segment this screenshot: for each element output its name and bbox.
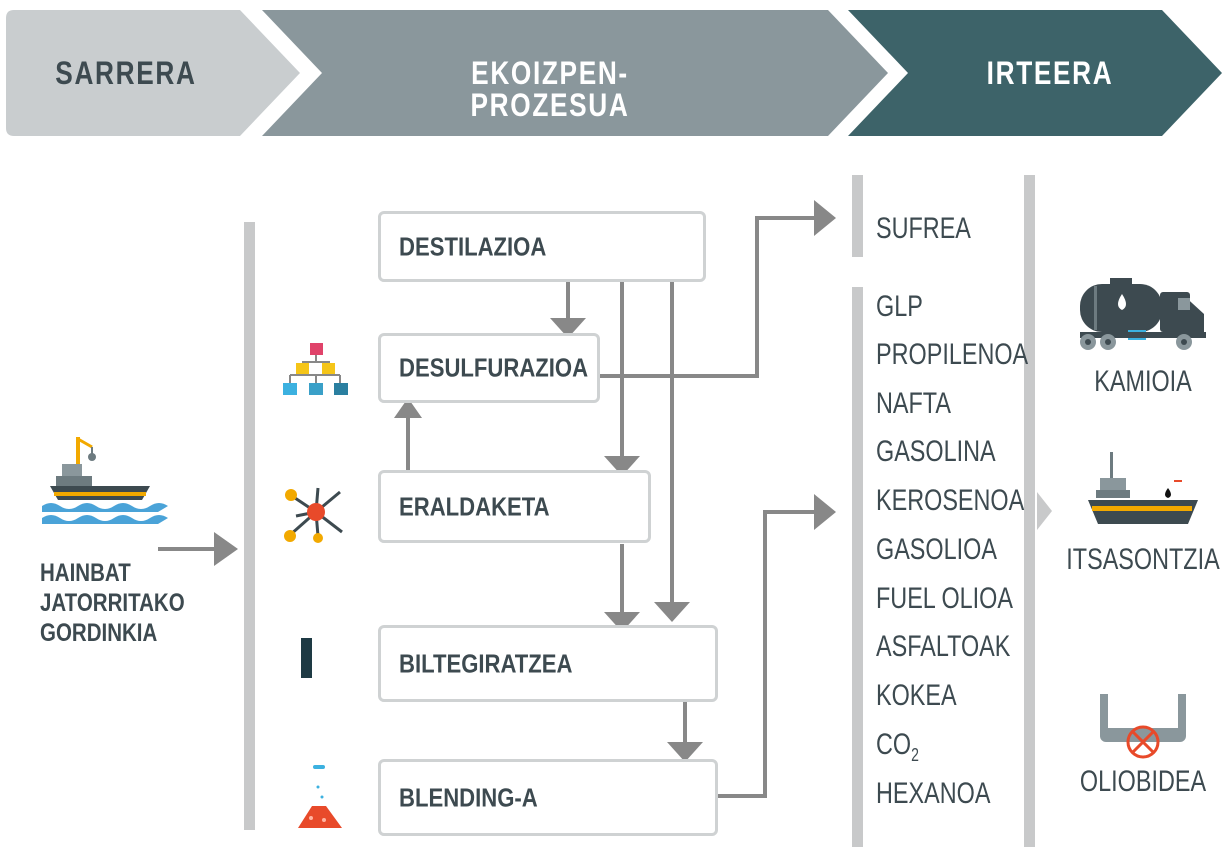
sulfur-divider [852, 175, 863, 257]
process-destilazioa: DESTILAZIOA [378, 211, 706, 282]
process-label: DESTILAZIOA [399, 231, 547, 261]
stage-input-label: SARRERA [55, 55, 197, 91]
molecule-icon [284, 487, 343, 543]
product-item: KOKEA [876, 679, 957, 712]
product-item: ASFALTOAK [876, 630, 1011, 663]
tanker-truck-icon [1080, 278, 1206, 350]
product-item: GASOLINA [876, 435, 996, 468]
process-flow-arrowheads [394, 200, 836, 762]
process-label: BILTEGIRATZEA [399, 648, 573, 678]
process-desulfurazioa: DESULFURAZIOA [378, 333, 600, 403]
output-oliobidea-label: OLIOBIDEA [1079, 765, 1207, 798]
stage-output-label: IRTEERA [986, 55, 1114, 91]
product-item: KEROSENOA [876, 484, 1025, 517]
product-item-co2: CO2 [876, 728, 919, 765]
product-item: PROPILENOA [876, 338, 1029, 371]
product-item: GASOLIOA [876, 533, 997, 566]
outputs-divider [1024, 175, 1035, 847]
process-label: DESULFURAZIOA [399, 352, 589, 383]
process-label: BLENDING-A [399, 782, 538, 812]
stage-process-label: EKOIZPEN-PROZESUA [470, 55, 630, 123]
storage-tank-icon [301, 638, 312, 678]
products-divider [852, 287, 863, 847]
stage-input-chevron [6, 10, 300, 136]
source-arrow [158, 532, 238, 566]
co2-subscript: 2 [911, 745, 919, 765]
output-itsasontzia-label: ITSASONTZIA [1066, 543, 1220, 576]
input-divider [244, 222, 255, 830]
byproduct-sufrea: SUFREA [876, 212, 971, 245]
process-blending: BLENDING-A [378, 759, 718, 836]
product-item: HEXANOA [876, 777, 991, 810]
hierarchy-diagram-icon [283, 343, 348, 395]
product-item: NAFTA [876, 387, 951, 420]
co2-base: CO [876, 728, 912, 761]
pipeline-valve-icon [1100, 694, 1186, 759]
process-flow-lines [406, 216, 818, 798]
product-item: FUEL OLIOA [876, 582, 1013, 615]
process-label: ERALDAKETA [399, 491, 550, 521]
output-kamioia-label: KAMIOIA [1094, 365, 1192, 398]
process-eraldaketa: ERALDAKETA [378, 470, 651, 543]
flask-icon [298, 765, 342, 828]
stage-process-chevron [262, 10, 888, 136]
ship-icon [1088, 452, 1198, 524]
process-biltegiratzea: BILTEGIRATZEA [378, 625, 718, 702]
output-arrow [1037, 492, 1052, 530]
source-label: HAINBAT JATORRITAKO GORDINKIA [40, 559, 185, 647]
stage-output-chevron [848, 10, 1222, 136]
tanker-ship-icon [42, 437, 168, 524]
product-item: GLP [876, 290, 923, 323]
